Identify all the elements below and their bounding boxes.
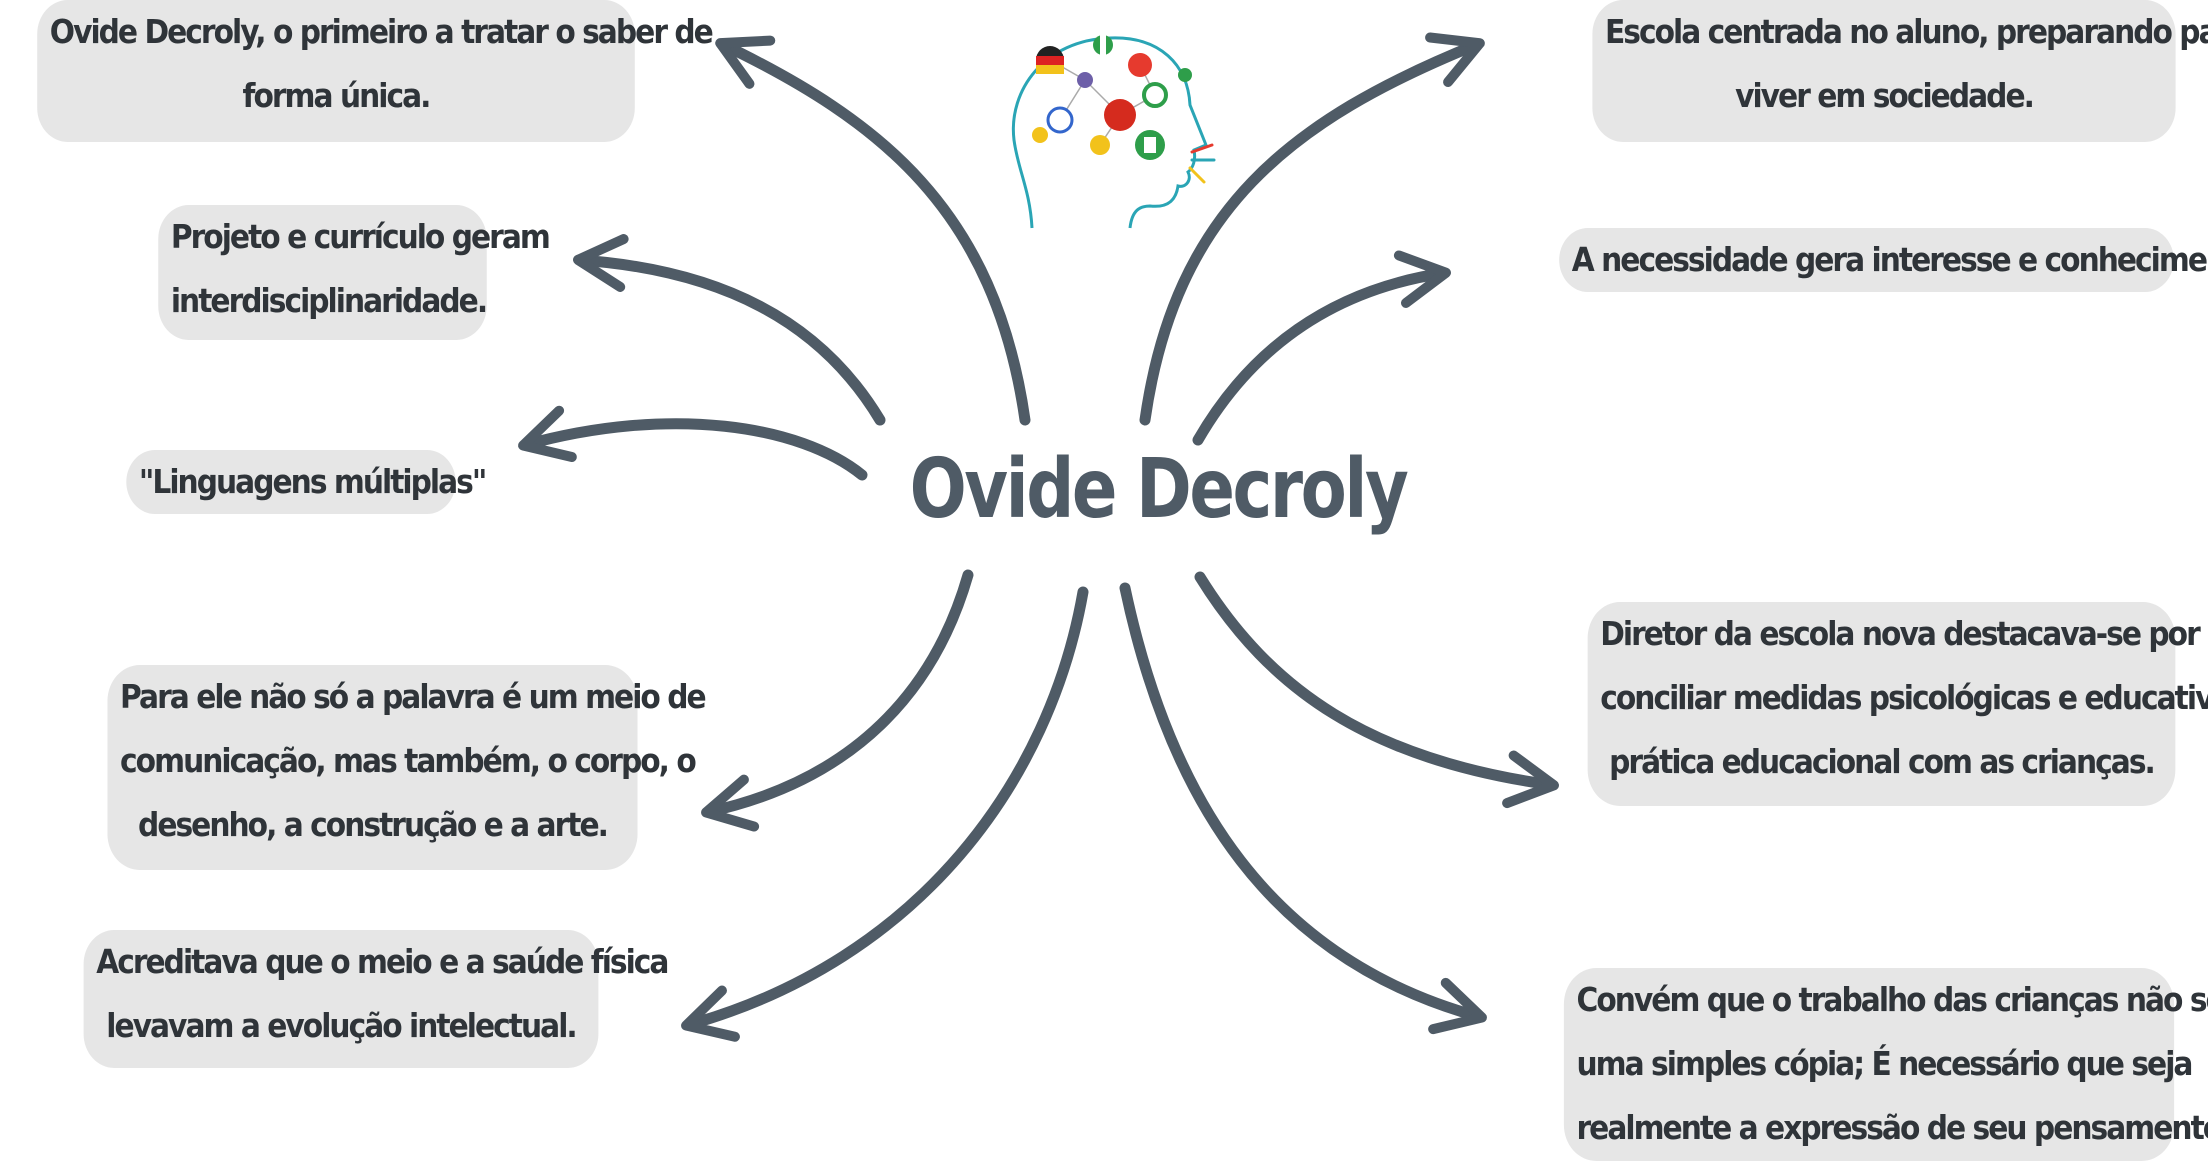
node-left-3: "Linguagens múltiplas" [126, 450, 487, 514]
arrow-to-node-left-1 [715, 35, 1031, 426]
node-right-1-line-1: Escola centrada no aluno, preparando par… [1605, 12, 2208, 51]
node-left-5-line-1: Acreditava que o meio e a saúde física [96, 942, 669, 981]
node-left-2-line-2: interdisciplinaridade. [170, 281, 488, 320]
arrow-to-node-right-4 [1119, 582, 1487, 1035]
node-left-3-line-1: "Linguagens múltiplas" [138, 462, 487, 501]
arrow-to-node-left-4 [701, 569, 974, 832]
node-left-2: Projeto e currículo geram interdisciplin… [158, 205, 551, 340]
node-right-3-line-3: prática educacional com as crianças. [1609, 742, 2156, 781]
node-right-4-line-3: realmente a expressão de seu pensamento. [1576, 1108, 2208, 1147]
arrow-to-node-right-1 [1139, 32, 1485, 426]
node-left-5-line-2: levavam a evolução intelectual. [106, 1006, 577, 1045]
node-left-4-line-1: Para ele não só a palavra é um meio de [120, 677, 707, 716]
arrow-to-node-left-2 [573, 234, 886, 426]
node-right-4: Convém que o trabalho das crianças não s… [1563, 968, 2208, 1161]
node-left-2-line-1: Projeto e currículo geram [170, 217, 551, 256]
node-left-1-line-2: forma única. [242, 76, 432, 115]
node-left-5: Acreditava que o meio e a saúde física l… [83, 930, 669, 1068]
node-right-3: Diretor da escola nova destacava-se por … [1587, 602, 2208, 806]
node-right-2: A necessidade gera interesse e conhecime… [1559, 228, 2208, 292]
arrow-to-node-left-5 [681, 586, 1089, 1042]
head-with-language-flags-icon [1011, 35, 1216, 229]
node-left-4-line-2: comunicação, mas também, o corpo, o [120, 741, 697, 780]
node-right-3-line-1: Diretor da escola nova destacava-se por [1600, 614, 2200, 653]
arrow-to-node-right-3 [1194, 571, 1559, 809]
arrow-to-node-right-2 [1192, 250, 1451, 446]
node-left-4-line-3: desenho, a construção e a arte. [138, 805, 609, 844]
node-right-1: Escola centrada no aluno, preparando par… [1592, 0, 2208, 142]
node-right-3-line-2: conciliar medidas psicológicas e educati… [1600, 678, 2208, 717]
node-right-2-line-1: A necessidade gera interesse e conhecime… [1571, 240, 2208, 279]
node-right-1-line-2: viver em sociedade. [1735, 76, 2035, 115]
node-right-4-line-2: uma simples cópia; É necessário que seja [1576, 1044, 2194, 1083]
node-left-4: Para ele não só a palavra é um meio de c… [107, 665, 707, 870]
node-left-1-line-1: Ovide Decroly, o primeiro a tratar o sab… [49, 12, 714, 51]
node-left-1: Ovide Decroly, o primeiro a tratar o sab… [37, 0, 714, 142]
center-title: Ovide Decroly [909, 442, 1409, 537]
node-right-4-line-1: Convém que o trabalho das crianças não s… [1576, 980, 2208, 1019]
arrow-to-node-left-3 [518, 405, 868, 481]
